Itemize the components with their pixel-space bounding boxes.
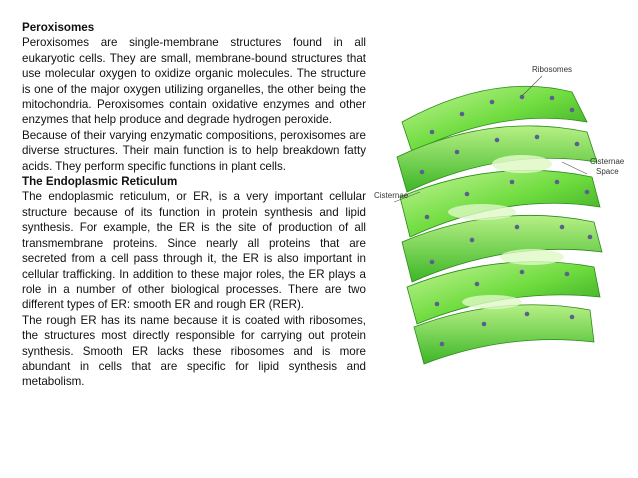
er-fold-6 [413, 304, 595, 365]
label-ribosomes: Ribosomes [532, 65, 572, 74]
er-diagram-svg: Ribosomes Cisternae Cisternae Space [374, 65, 625, 365]
er-fold-1 [401, 85, 588, 153]
er-lumen-1 [492, 155, 552, 173]
label-cisternae-space-line1: Cisternae [590, 157, 625, 166]
paragraph-er-2: The rough ER has its name because it is … [22, 313, 366, 389]
er-lumen-2 [448, 204, 516, 220]
heading-er: The Endoplasmic Reticulum [22, 175, 178, 189]
leader-ribosomes [521, 75, 543, 97]
heading-peroxisomes: Peroxisomes [22, 21, 95, 34]
paragraph-er-1: The endoplasmic reticulum, or ER, is a v… [22, 190, 366, 312]
leader-cisternae-space [561, 161, 588, 175]
paragraph-peroxisomes-2: Because of their varying enzymatic compo… [22, 128, 366, 173]
er-lumen-4 [462, 295, 522, 309]
paragraph-peroxisomes-1: Peroxisomes are single-membrane structur… [22, 36, 366, 127]
er-fold-2 [396, 125, 598, 193]
er-illustration: Ribosomes Cisternae Cisternae Space [372, 52, 630, 422]
ribosome-dots [419, 94, 593, 347]
label-cisternae: Cisternae [374, 191, 409, 200]
er-membrane-stack [396, 85, 603, 365]
leader-cisternae [393, 191, 421, 203]
text-column: Peroxisomes Peroxisomes are single-membr… [22, 20, 366, 390]
label-cisternae-space-line2: Space [596, 167, 619, 176]
er-fold-4 [401, 214, 603, 283]
er-fold-5 [406, 261, 601, 325]
er-lumen-3 [500, 249, 564, 265]
